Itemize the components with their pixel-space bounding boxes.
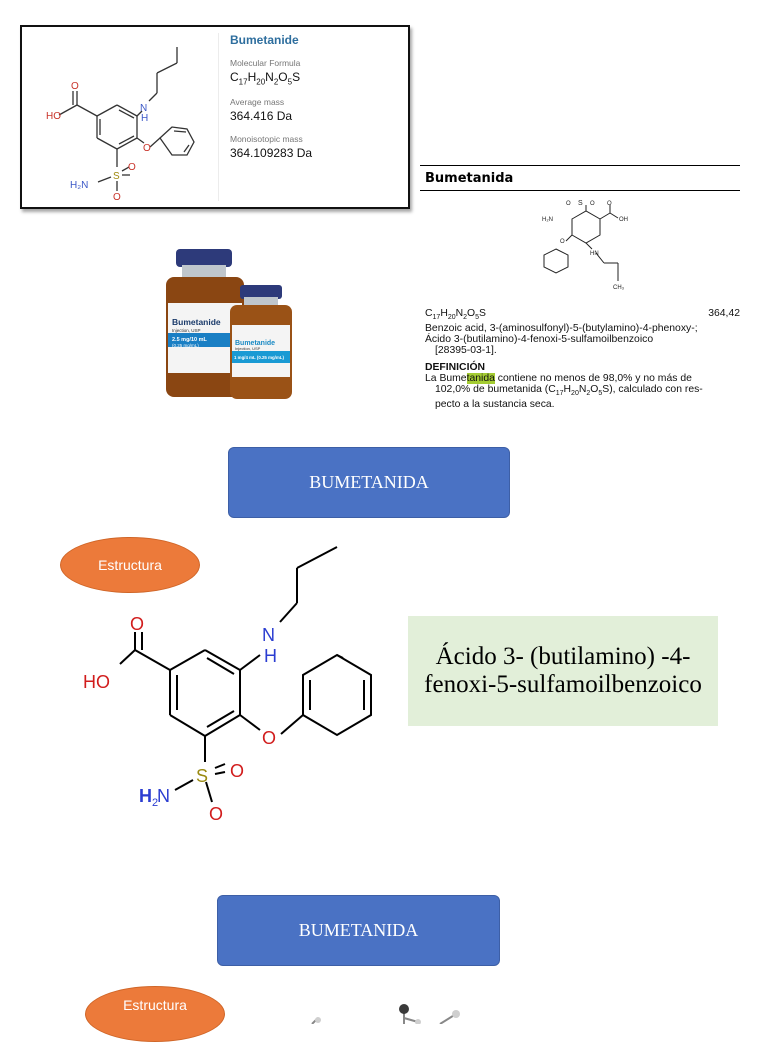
atom-label: OH xyxy=(619,217,628,223)
atom-sphere xyxy=(399,1004,409,1014)
estructura-tag[interactable]: Estructura xyxy=(60,537,200,593)
bumetanida-button-2[interactable]: BUMETANIDA xyxy=(217,895,500,966)
atom-sphere xyxy=(452,1010,460,1018)
vial-label-name: Bumetanide xyxy=(235,340,275,347)
monograph-mass: 364,42 xyxy=(708,308,740,319)
avg-mass-label: Average mass xyxy=(230,97,285,108)
compound-name[interactable]: Bumetanide xyxy=(230,33,299,47)
monograph-excerpt: Bumetanida S O O H₂N O OH O HN CH₃ C17H2… xyxy=(420,165,740,415)
mono-mass-label: Monoisotopic mass xyxy=(230,134,303,145)
avg-mass-value: 364.416 Da xyxy=(230,109,293,124)
atom-label: H xyxy=(264,646,277,666)
cas-number: [28395-03-1]. xyxy=(435,345,497,357)
atom-label: O xyxy=(130,614,144,634)
atom-label: CH₃ xyxy=(613,285,625,291)
estructura-tag-2[interactable]: Estructura xyxy=(85,986,225,1042)
atom-label: O xyxy=(71,81,79,92)
card-divider xyxy=(218,33,219,201)
main-structure: O HO N H O S O O H N 2 xyxy=(83,546,372,824)
atom-label: S xyxy=(113,171,120,182)
atom-label: O xyxy=(113,192,121,203)
card-structure: HO O N H O S O O H₂N xyxy=(46,47,195,203)
svg-text:1 mg/4 mL (0.25 mg/mL): 1 mg/4 mL (0.25 mg/mL) xyxy=(234,355,284,360)
atom-label: H₂N xyxy=(542,217,553,223)
atom-label: H xyxy=(141,113,148,124)
svg-text:Injection, USP: Injection, USP xyxy=(172,328,201,333)
atom-label: H₂N xyxy=(70,180,88,191)
definition-line-3: pecto a la sustancia seca. xyxy=(435,399,555,411)
vials-photo: Bumetanide Injection, USP 2.5 mg/10 mL (… xyxy=(166,249,292,399)
definition-title: DEFINICIÓN xyxy=(425,362,486,374)
monograph-formula: C17H20N2O5S xyxy=(425,308,486,322)
compound-card: HO O N H O S O O H₂N Bumetanide Molecula… xyxy=(20,25,410,209)
formula-line: C17H20N2O5S 364,42 xyxy=(425,308,740,323)
atom-label: S xyxy=(578,200,583,207)
formula-label: Molecular Formula xyxy=(230,58,301,68)
atom-label: 2 xyxy=(152,797,158,809)
bumetanida-button[interactable]: BUMETANIDA xyxy=(228,447,510,518)
atom-label: O xyxy=(262,728,276,748)
atom-label: O xyxy=(230,761,244,781)
rule-top xyxy=(420,165,740,166)
atom-label: HO xyxy=(83,672,110,692)
rule-bottom xyxy=(420,190,740,191)
definition-line-1: La Bumetanida contiene no menos de 98,0%… xyxy=(425,373,692,385)
atom-label: N xyxy=(262,625,275,645)
monograph-title: Bumetanida xyxy=(425,171,514,186)
vial-cap xyxy=(176,249,232,267)
atom-sphere xyxy=(315,1017,321,1023)
formula-value: C17H20N2O5S xyxy=(230,70,301,87)
atom-sphere xyxy=(415,1019,421,1024)
iupac-name-box: Ácido 3- (butilamino) -4-fenoxi-5-sulfam… xyxy=(408,616,718,726)
atom-label: N xyxy=(157,786,170,806)
mono-mass-value: 364.109283 Da xyxy=(230,146,313,161)
vial-crimp xyxy=(182,265,226,279)
atom-label: O xyxy=(607,201,612,207)
svg-text:(0.25 mg/mL): (0.25 mg/mL) xyxy=(172,343,199,348)
atom-label: O xyxy=(128,162,136,173)
iupac-name: Ácido 3- (butilamino) -4-fenoxi-5-sulfam… xyxy=(424,643,702,698)
name-en: Benzoic acid, 3-(aminosulfonyl)-5-(butyl… xyxy=(425,323,698,335)
card-info: Bumetanide Molecular Formula C17H20N2O5S… xyxy=(230,33,405,171)
atom-label: O xyxy=(560,239,565,245)
definition-line-2: 102,0% de bumetanida (C17H20N2O5S), calc… xyxy=(435,384,703,398)
monograph-structure: S O O H₂N O OH O HN CH₃ xyxy=(542,200,628,291)
svg-text:Injection, USP: Injection, USP xyxy=(235,346,261,351)
atom-label: O xyxy=(209,804,223,824)
atom-label: N xyxy=(140,103,147,114)
atom-label: O xyxy=(590,201,595,207)
monograph-body: C17H20N2O5S 364,42 Benzoic acid, 3-(amin… xyxy=(425,308,740,410)
atom-label: H xyxy=(139,786,152,806)
3d-model-partial xyxy=(311,1004,460,1024)
name-es: Ácido 3-(butilamino)-4-fenoxi-5-sulfamoi… xyxy=(425,334,654,346)
atom-label: HO xyxy=(46,111,61,122)
atom-label: HN xyxy=(590,251,599,257)
atom-label: O xyxy=(143,143,151,154)
atom-label: O xyxy=(566,201,571,207)
atom-label: S xyxy=(196,766,208,786)
svg-text:2.5 mg/10 mL: 2.5 mg/10 mL xyxy=(172,337,207,343)
vial-label-name: Bumetanide xyxy=(172,317,221,327)
